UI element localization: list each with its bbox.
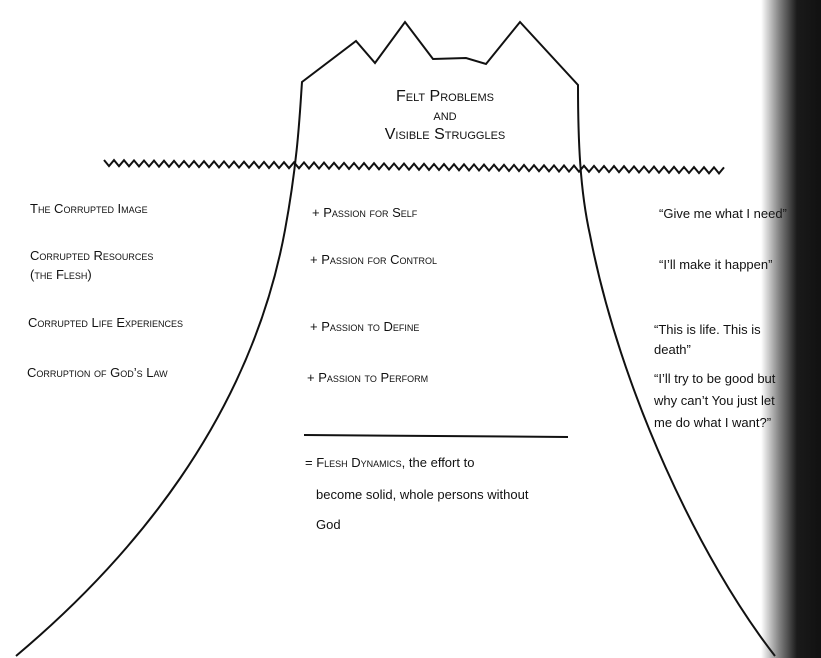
- title-line-1: Felt Problems: [395, 88, 495, 105]
- flesh-dynamics-label: = Flesh Dynamics,: [305, 455, 406, 470]
- quote-make-it-happen: “I’ll make it happen”: [659, 257, 773, 272]
- flesh-dynamics-line-3: God: [316, 517, 341, 532]
- iceberg-outline: [15, 20, 776, 657]
- quote-give-me: “Give me what I need”: [659, 206, 787, 221]
- passion-perform: + Passion to Perform: [307, 370, 429, 385]
- quote-try-good-3: me do what I want?”: [654, 415, 772, 430]
- quote-try-good-1: “I’ll try to be good but: [654, 371, 776, 386]
- flesh-dynamics-text-1: the effort to: [408, 455, 475, 470]
- left-item-corrupted-image: The Corrupted Image: [30, 201, 148, 216]
- left-item-corrupted-resources: Corrupted Resources: [30, 248, 154, 263]
- title-line-3: Visible Struggles: [384, 126, 506, 143]
- flesh-dynamics-line-1: = Flesh Dynamics, the effort to: [305, 453, 474, 472]
- sum-divider: [303, 434, 569, 438]
- flesh-dynamics-line-2: become solid, whole persons without: [316, 487, 529, 502]
- quote-this-is-life-2: death”: [654, 342, 691, 357]
- quote-this-is-life-1: “This is life. This is: [654, 322, 761, 337]
- passion-define: + Passion to Define: [310, 319, 420, 334]
- quote-try-good-2: why can’t You just let: [654, 393, 775, 408]
- left-item-corrupted-life: Corrupted Life Experiences: [28, 315, 184, 330]
- passion-control: + Passion for Control: [310, 252, 437, 267]
- scan-shadow: [761, 0, 821, 658]
- left-item-the-flesh: (the Flesh): [30, 267, 92, 282]
- passion-self: + Passion for Self: [312, 205, 418, 220]
- title-line-2: and: [433, 107, 457, 124]
- left-item-corruption-law: Corruption of God’s Law: [27, 365, 168, 380]
- iceberg-title: Felt Problems and Visible Struggles: [310, 87, 580, 144]
- waterline: [103, 158, 725, 175]
